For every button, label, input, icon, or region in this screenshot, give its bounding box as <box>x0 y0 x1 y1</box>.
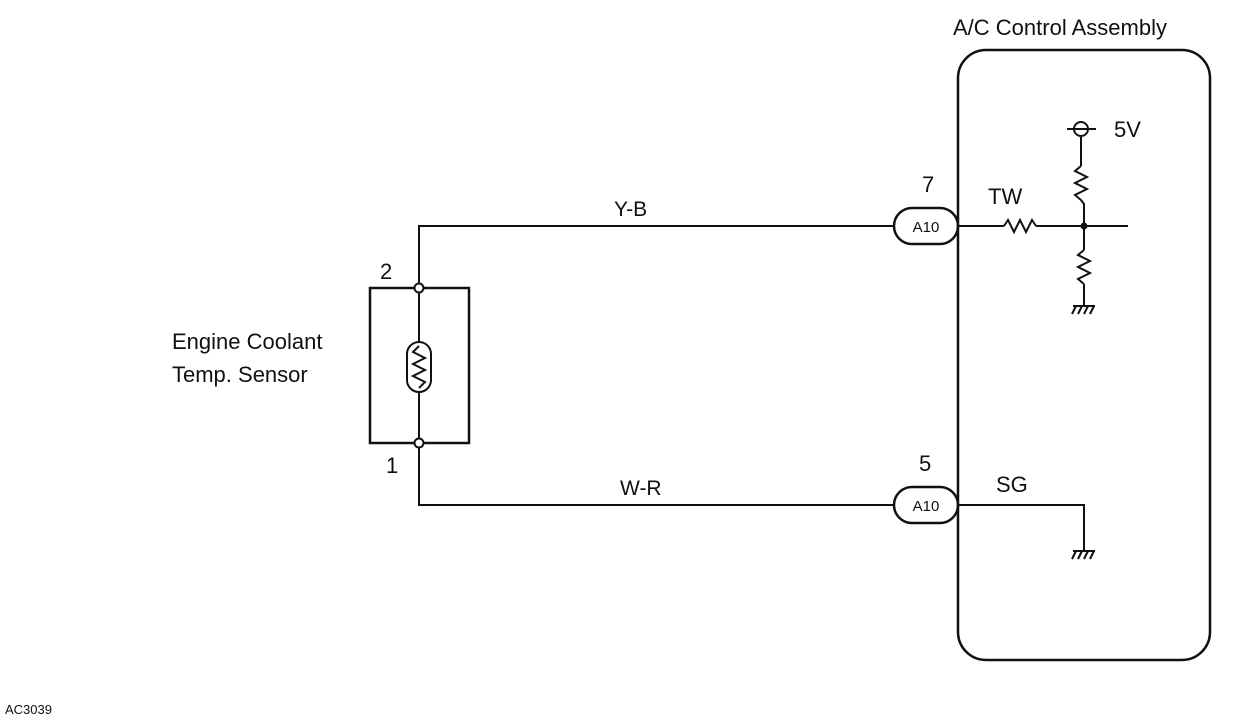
wire-y-b <box>418 225 894 284</box>
sg-wire <box>958 504 1085 550</box>
tw-series-resistor <box>958 217 1128 235</box>
connector-a10-lower-label: A10 <box>913 498 940 515</box>
connector-pin-7: 7 <box>922 172 934 197</box>
terminal-sg-label: SG <box>996 472 1028 497</box>
pull-down-resistor <box>1075 226 1093 305</box>
sensor-name-line1: Engine Coolant <box>172 329 322 354</box>
terminal-1-node <box>413 437 425 449</box>
connector-pin-5: 5 <box>919 451 931 476</box>
assembly-title: A/C Control Assembly <box>953 15 1167 40</box>
figure-id: AC3039 <box>5 702 52 717</box>
supply-terminal-icon <box>1067 121 1096 137</box>
wire-y-b-label: Y-B <box>614 198 647 221</box>
ground-icon <box>1071 305 1095 315</box>
assembly-box <box>956 48 1212 662</box>
supply-voltage-label: 5V <box>1114 117 1141 142</box>
ground-icon <box>1071 550 1095 560</box>
sensor-name-line2: Temp. Sensor <box>172 362 308 387</box>
terminal-2-node <box>413 282 425 294</box>
wire-w-r-label: W-R <box>620 477 662 500</box>
connector-a10-upper-label: A10 <box>913 219 940 236</box>
sensor-pin-2: 2 <box>380 259 392 284</box>
wire-w-r <box>418 447 894 506</box>
pull-up-resistor <box>1072 136 1090 226</box>
thermistor-symbol <box>406 288 432 443</box>
sensor-pin-1: 1 <box>386 453 398 478</box>
terminal-tw-label: TW <box>988 184 1022 209</box>
